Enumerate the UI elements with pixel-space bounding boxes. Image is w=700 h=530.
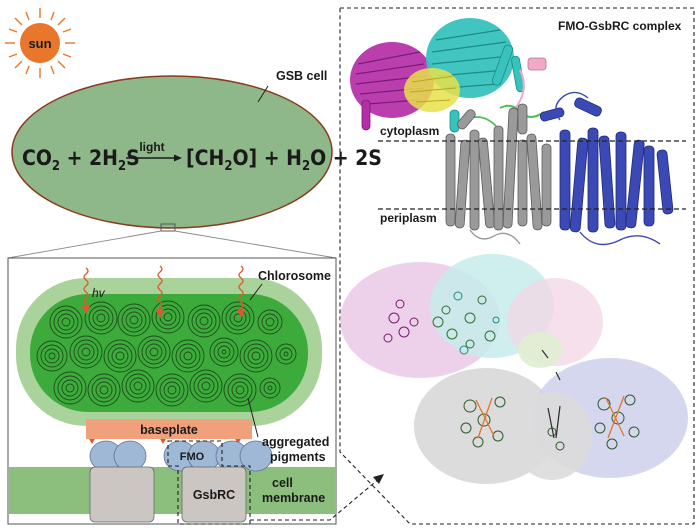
aggregated-pigment-rings bbox=[36, 300, 297, 407]
gsb-cell bbox=[11, 75, 333, 229]
hv-label: hv bbox=[92, 286, 106, 300]
zoom-line-right bbox=[174, 230, 337, 259]
sun-label: sun bbox=[28, 36, 51, 51]
surface-model bbox=[340, 254, 688, 484]
gsb-cell-label: GSB cell bbox=[276, 69, 327, 83]
fmo-gsbrc-highlight bbox=[167, 440, 251, 525]
cell-membrane bbox=[9, 467, 335, 514]
cytoplasm-label: cytoplasm bbox=[380, 124, 439, 138]
bacteriochlorophyll-pigments bbox=[383, 291, 640, 451]
sun-icon bbox=[5, 8, 75, 78]
fmo-label: FMO bbox=[180, 451, 205, 463]
pigments-pointer bbox=[247, 397, 259, 438]
svg-text:[CH2O] + H2O + 2S: [CH2O] + H2O + 2S bbox=[186, 146, 382, 174]
reaction-arrow-head bbox=[174, 154, 182, 162]
chlorosome-label: Chlorosome bbox=[258, 269, 331, 283]
zoom-line-left bbox=[7, 230, 162, 259]
photosynthesis-equation: CO2 + 2H2S [CH2O] + H2O + 2S bbox=[22, 146, 382, 174]
fmo-ribbon-cartoon bbox=[350, 18, 547, 133]
fmo-proteins bbox=[89, 440, 273, 472]
connector-arrowhead bbox=[373, 474, 384, 484]
gsbrc-helices-blue bbox=[539, 97, 674, 233]
svg-text:CO2 + 2H2S: CO2 + 2H2S bbox=[22, 146, 140, 174]
reaction-arrow-label: light bbox=[139, 140, 164, 154]
chlorosome-pointer bbox=[249, 283, 263, 301]
gsbrc-label: GsbRC bbox=[193, 488, 235, 502]
connector-arrow bbox=[250, 477, 381, 521]
gsb-cell-pointer bbox=[257, 85, 269, 103]
zoom-marker bbox=[160, 223, 176, 232]
gsbrc-helices-grey bbox=[445, 103, 552, 231]
structure-title: FMO-GsbRC complex bbox=[558, 19, 682, 33]
periplasm-label: periplasm bbox=[380, 211, 437, 225]
reaction-center-left bbox=[89, 466, 155, 523]
baseplate bbox=[86, 419, 252, 439]
reaction-center-gsbrc bbox=[181, 466, 247, 523]
baseplate-label: baseplate bbox=[140, 423, 198, 437]
helix-loops bbox=[469, 91, 661, 246]
structure-panel-border bbox=[339, 7, 695, 525]
